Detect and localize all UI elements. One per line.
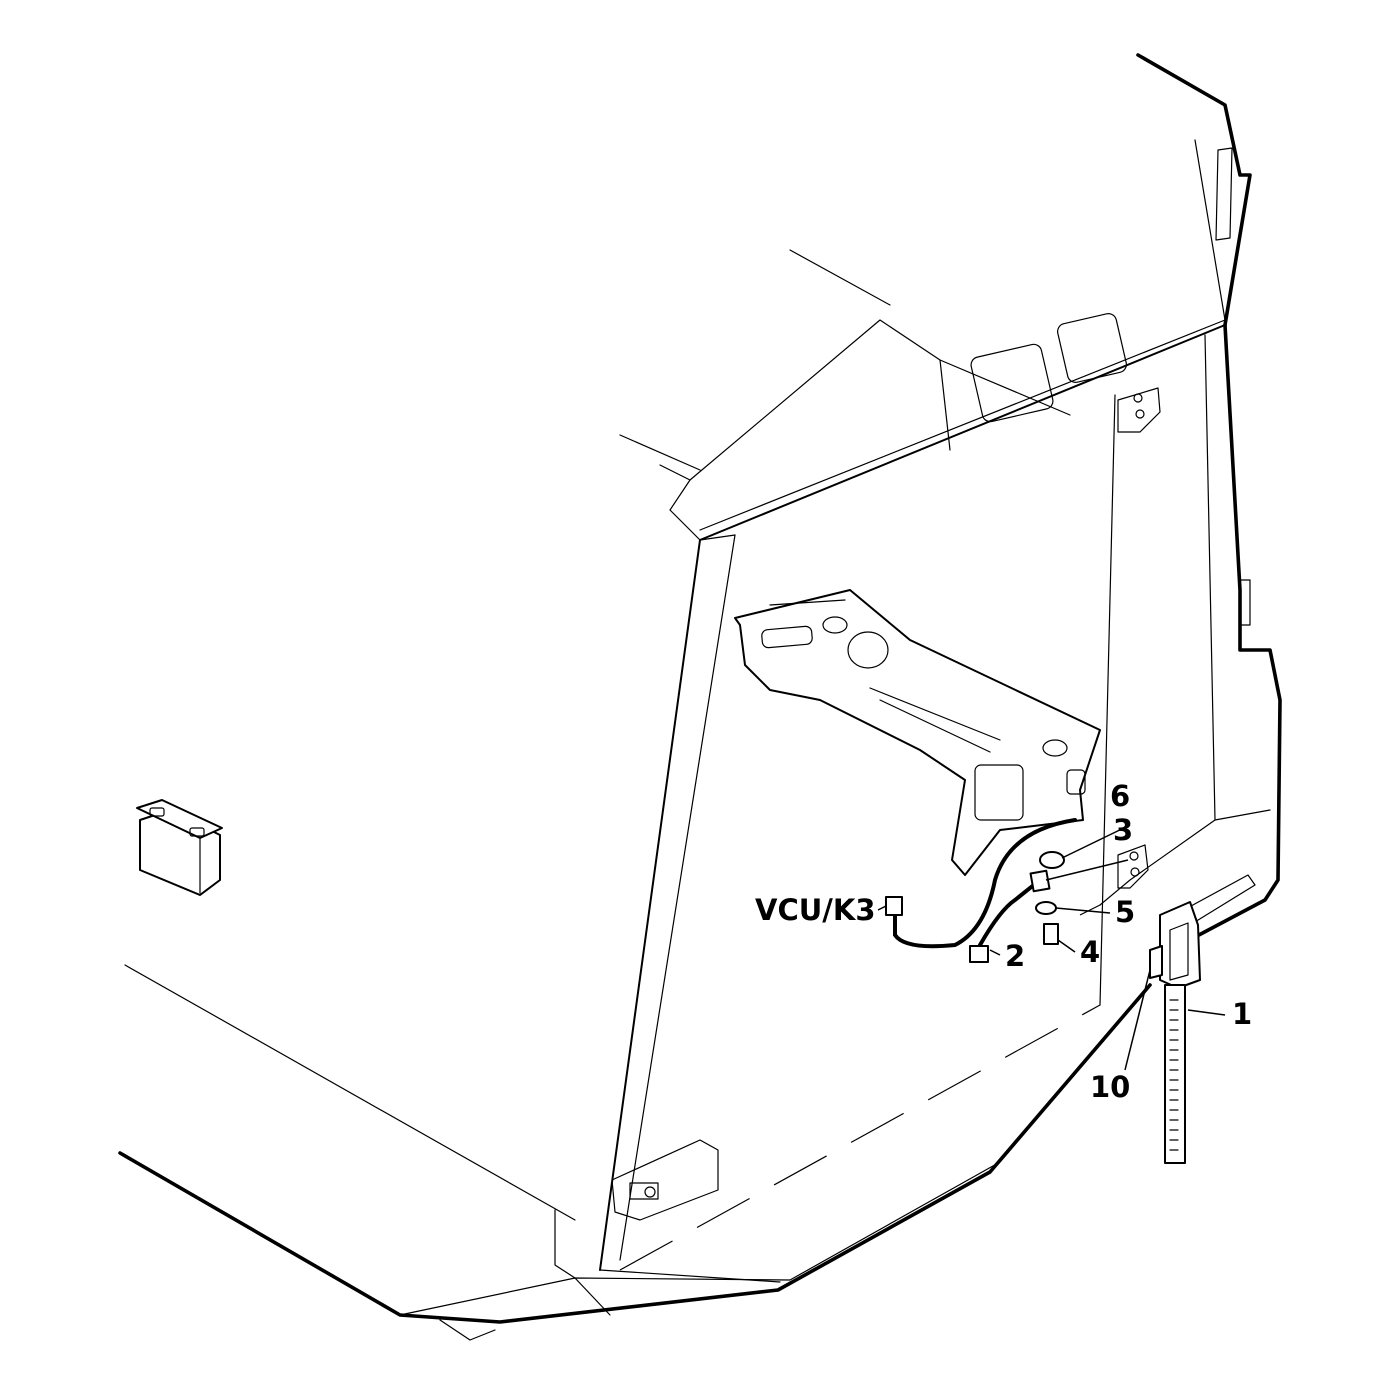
cab-body	[118, 394, 1152, 1341]
cab-right-edge	[1079, 323, 1282, 947]
callout-1: 1	[1232, 997, 1252, 1031]
callout-2: 2	[1005, 939, 1025, 973]
callout-4: 4	[1080, 935, 1100, 969]
callout-6: 6	[1110, 779, 1130, 813]
callout-3: 3	[1113, 813, 1133, 847]
cab-roof	[619, 53, 1252, 541]
callout-vcu-k3: VCU/K3	[755, 893, 876, 927]
cable-harness	[885, 818, 1077, 963]
callout-labels: 6 3 5 4 2 1 10 VCU/K3	[755, 779, 1252, 1104]
lower-bracket	[611, 1139, 719, 1221]
antenna-bracket	[1149, 901, 1201, 1164]
ground-bolt-assembly	[1029, 851, 1065, 945]
dashboard-console	[734, 589, 1101, 876]
vcu-control-unit	[136, 799, 223, 896]
callout-10: 10	[1090, 1070, 1130, 1104]
leader-lines	[877, 824, 1226, 1071]
callout-5: 5	[1115, 895, 1135, 929]
